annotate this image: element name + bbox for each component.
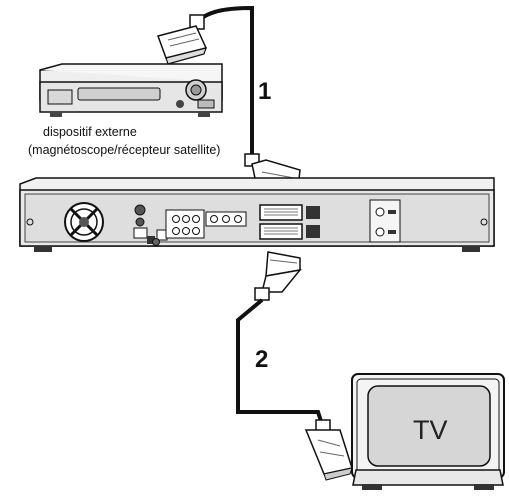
scart-plug-mid-lower — [254, 251, 302, 301]
scart-plug-top — [157, 14, 208, 65]
scart-cable-2 — [236, 251, 353, 481]
external-device-label-line1: dispositif externe — [43, 125, 137, 139]
cooling-fan — [64, 202, 104, 242]
step-number-2: 2 — [255, 346, 269, 373]
step-number-1: 1 — [258, 78, 272, 105]
scart-socket-lower — [259, 223, 320, 240]
scart-plug-tv — [304, 419, 353, 481]
scart-socket-upper — [259, 204, 320, 221]
external-device-vcr — [39, 63, 223, 117]
television — [351, 373, 505, 490]
tv-screen-label: TV — [413, 415, 448, 445]
external-device-label-line2: (magnétoscope/récepteur satellite) — [28, 143, 221, 157]
av-jack-block — [165, 209, 247, 239]
dvd-recorder-rear-panel — [19, 177, 495, 252]
